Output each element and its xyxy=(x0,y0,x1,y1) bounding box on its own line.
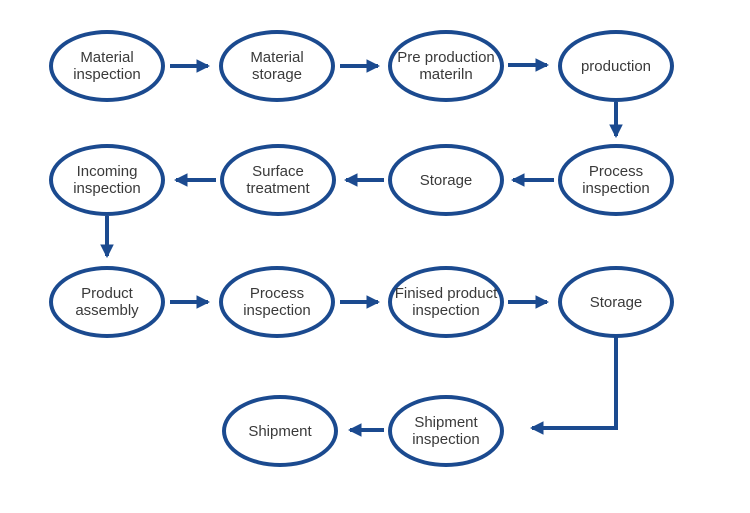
node-label: Shipment xyxy=(248,422,312,440)
node-label: Process inspection xyxy=(582,163,650,197)
node-shipment: Shipment xyxy=(222,395,338,467)
node-label: Product assembly xyxy=(75,285,139,319)
node-process-inspection-2: Process inspection xyxy=(219,266,335,338)
node-label: Pre production materiln xyxy=(397,49,495,83)
node-label: Material storage xyxy=(250,49,304,83)
node-pre-production-materiln: Pre production materiln xyxy=(388,30,504,102)
node-label: Storage xyxy=(419,171,473,189)
node-surface-treatment: Surface treatment xyxy=(220,144,336,216)
node-label: Storage xyxy=(589,293,643,311)
node-storage-1: Storage xyxy=(388,144,504,216)
node-storage-2: Storage xyxy=(558,266,674,338)
node-finised-product-inspection: Finised product inspection xyxy=(388,266,504,338)
node-material-storage: Material storage xyxy=(219,30,335,102)
node-label: Surface treatment xyxy=(246,163,310,197)
node-label: Process inspection xyxy=(243,285,311,319)
node-label: Incoming inspection xyxy=(73,163,141,197)
node-material-inspection: Material inspection xyxy=(49,30,165,102)
arrow-storage-to-shipment-inspection xyxy=(529,336,618,435)
node-product-assembly: Product assembly xyxy=(49,266,165,338)
node-label: Shipment inspection xyxy=(412,414,480,448)
node-label: production xyxy=(580,57,652,75)
node-label: Finised product inspection xyxy=(394,285,498,319)
node-production: production xyxy=(558,30,674,102)
node-shipment-inspection: Shipment inspection xyxy=(388,395,504,467)
node-label: Material inspection xyxy=(73,49,141,83)
node-incoming-inspection: Incoming inspection xyxy=(49,144,165,216)
node-process-inspection-1: Process inspection xyxy=(558,144,674,216)
